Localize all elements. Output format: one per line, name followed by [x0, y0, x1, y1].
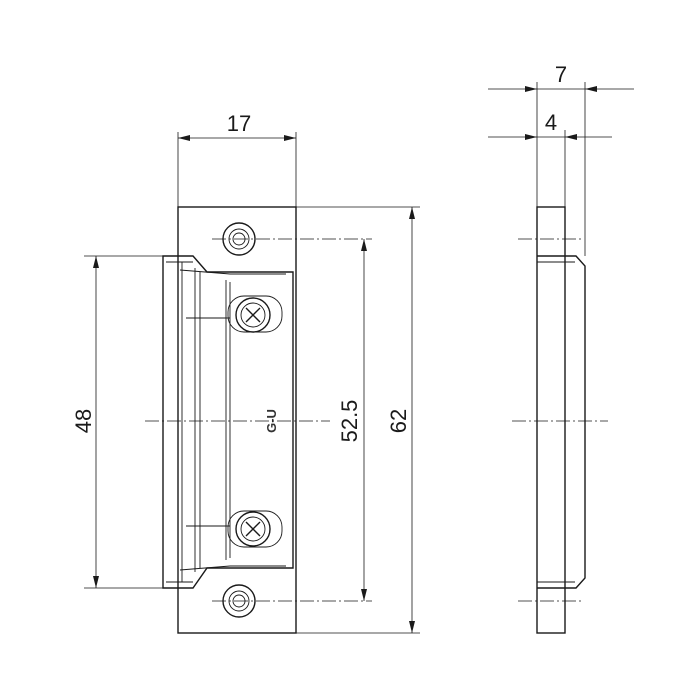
dimension-total-depth: 7 — [488, 62, 634, 256]
dimension-width-label: 17 — [227, 111, 251, 136]
keeper-slope-bottom — [166, 565, 286, 583]
lower-screw — [227, 510, 283, 548]
keeper-inner-lines — [177, 258, 231, 586]
dimension-hole-spacing-label: 52.5 — [337, 400, 362, 443]
dimension-plate-thickness-label: 4 — [545, 110, 557, 135]
dimension-keeper-height-label: 48 — [71, 409, 96, 433]
side-view — [512, 206, 608, 634]
side-keeper-projection — [537, 255, 586, 589]
dimension-total-height-label: 62 — [386, 409, 411, 433]
dimension-hole-spacing: 52.5 — [337, 239, 367, 601]
dimension-plate-thickness: 4 — [488, 110, 612, 207]
side-base-plate — [536, 206, 566, 634]
dimension-total-depth-label: 7 — [555, 62, 567, 87]
dimension-width: 17 — [177, 111, 297, 207]
manufacturer-logo: G-U — [264, 409, 279, 433]
side-keeper-inner — [537, 261, 575, 583]
upper-screw — [227, 295, 283, 333]
dimension-total-height: 62 — [296, 206, 420, 634]
dimension-keeper-height: 48 — [71, 255, 178, 589]
keeper-slope-top — [166, 261, 286, 275]
